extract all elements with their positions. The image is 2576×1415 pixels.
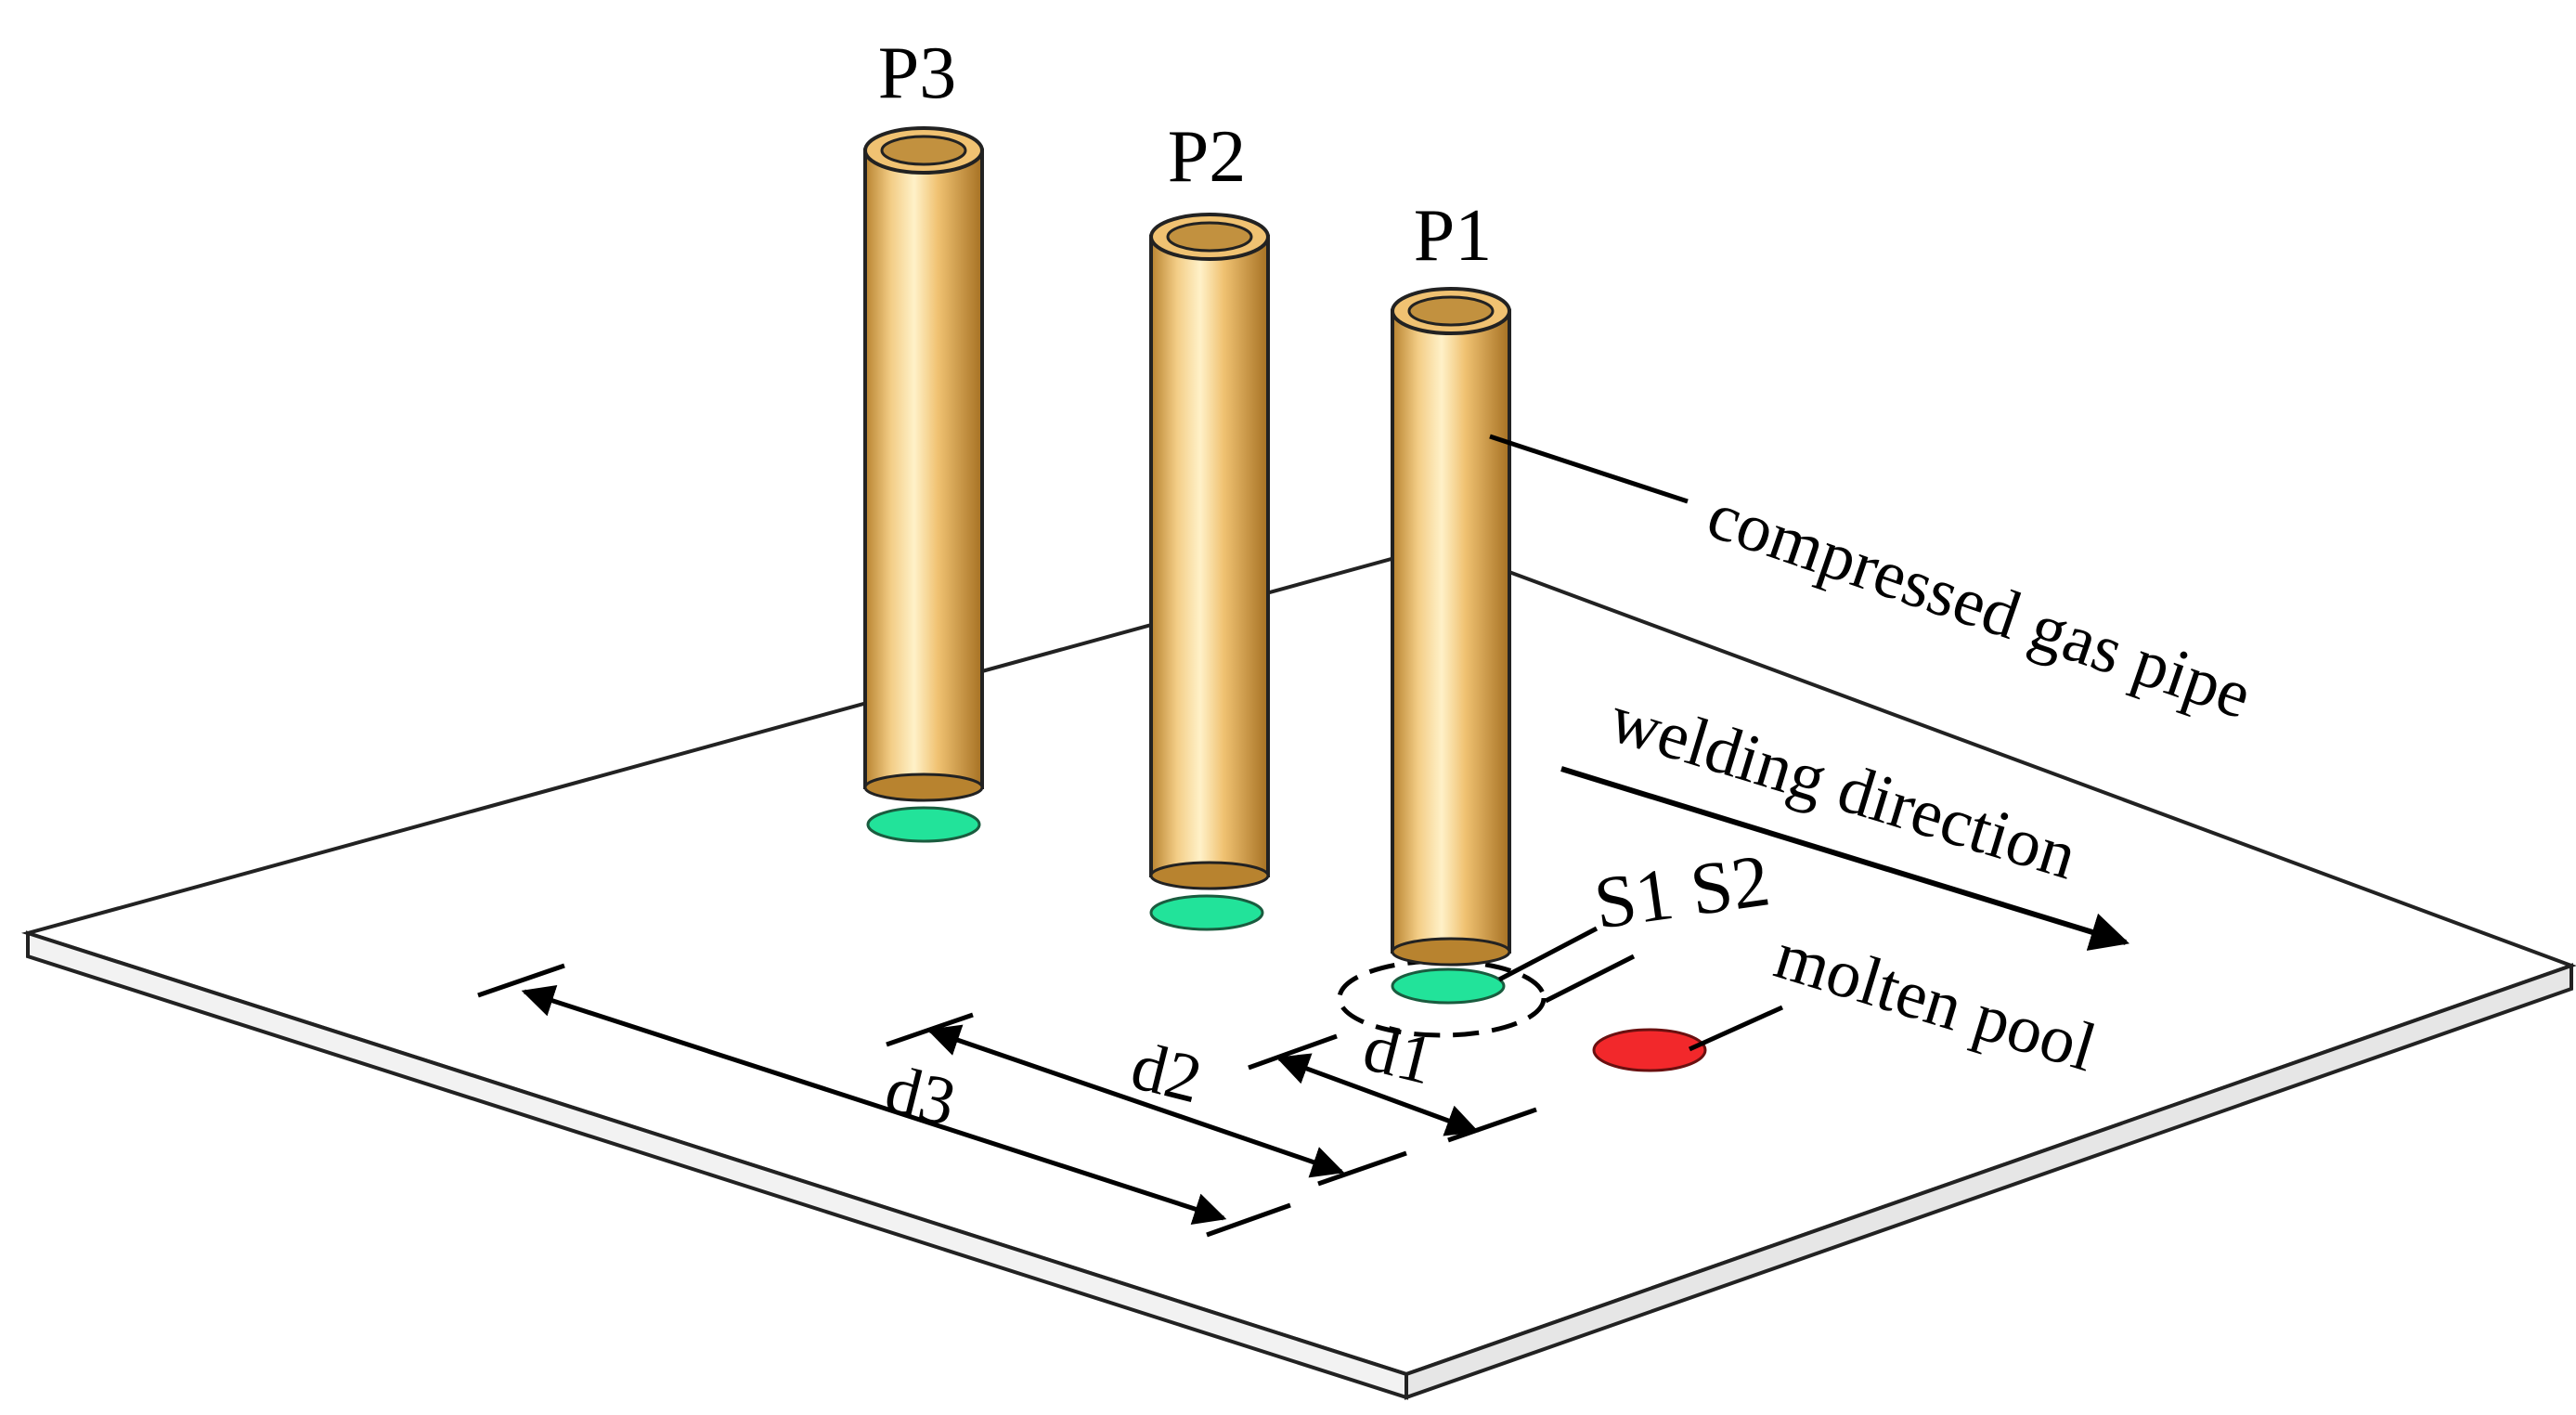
- spot-under-p2: [1149, 894, 1264, 931]
- molten-pool-spot: [1592, 1028, 1707, 1072]
- pipe-label-p3: P3: [878, 32, 957, 114]
- pipe-leader-line: [1489, 434, 1689, 504]
- pipe-label-p2: P2: [1168, 116, 1247, 198]
- spots-leader-line-2: [1544, 954, 1636, 1004]
- pool-leader-line: [1688, 1005, 1784, 1052]
- pipe-label-p1: P1: [1414, 195, 1493, 277]
- pipe-p3: [863, 126, 984, 802]
- spots-leader-line: [1497, 926, 1599, 982]
- pipe-p2: [1149, 213, 1270, 890]
- pipe-p1: [1391, 287, 1511, 967]
- spot-under-p3: [866, 806, 981, 843]
- welding-direction-arrow: [1560, 766, 2130, 951]
- spot-s1-s2: [1391, 967, 1506, 1005]
- spot-ring: [1337, 958, 1547, 1038]
